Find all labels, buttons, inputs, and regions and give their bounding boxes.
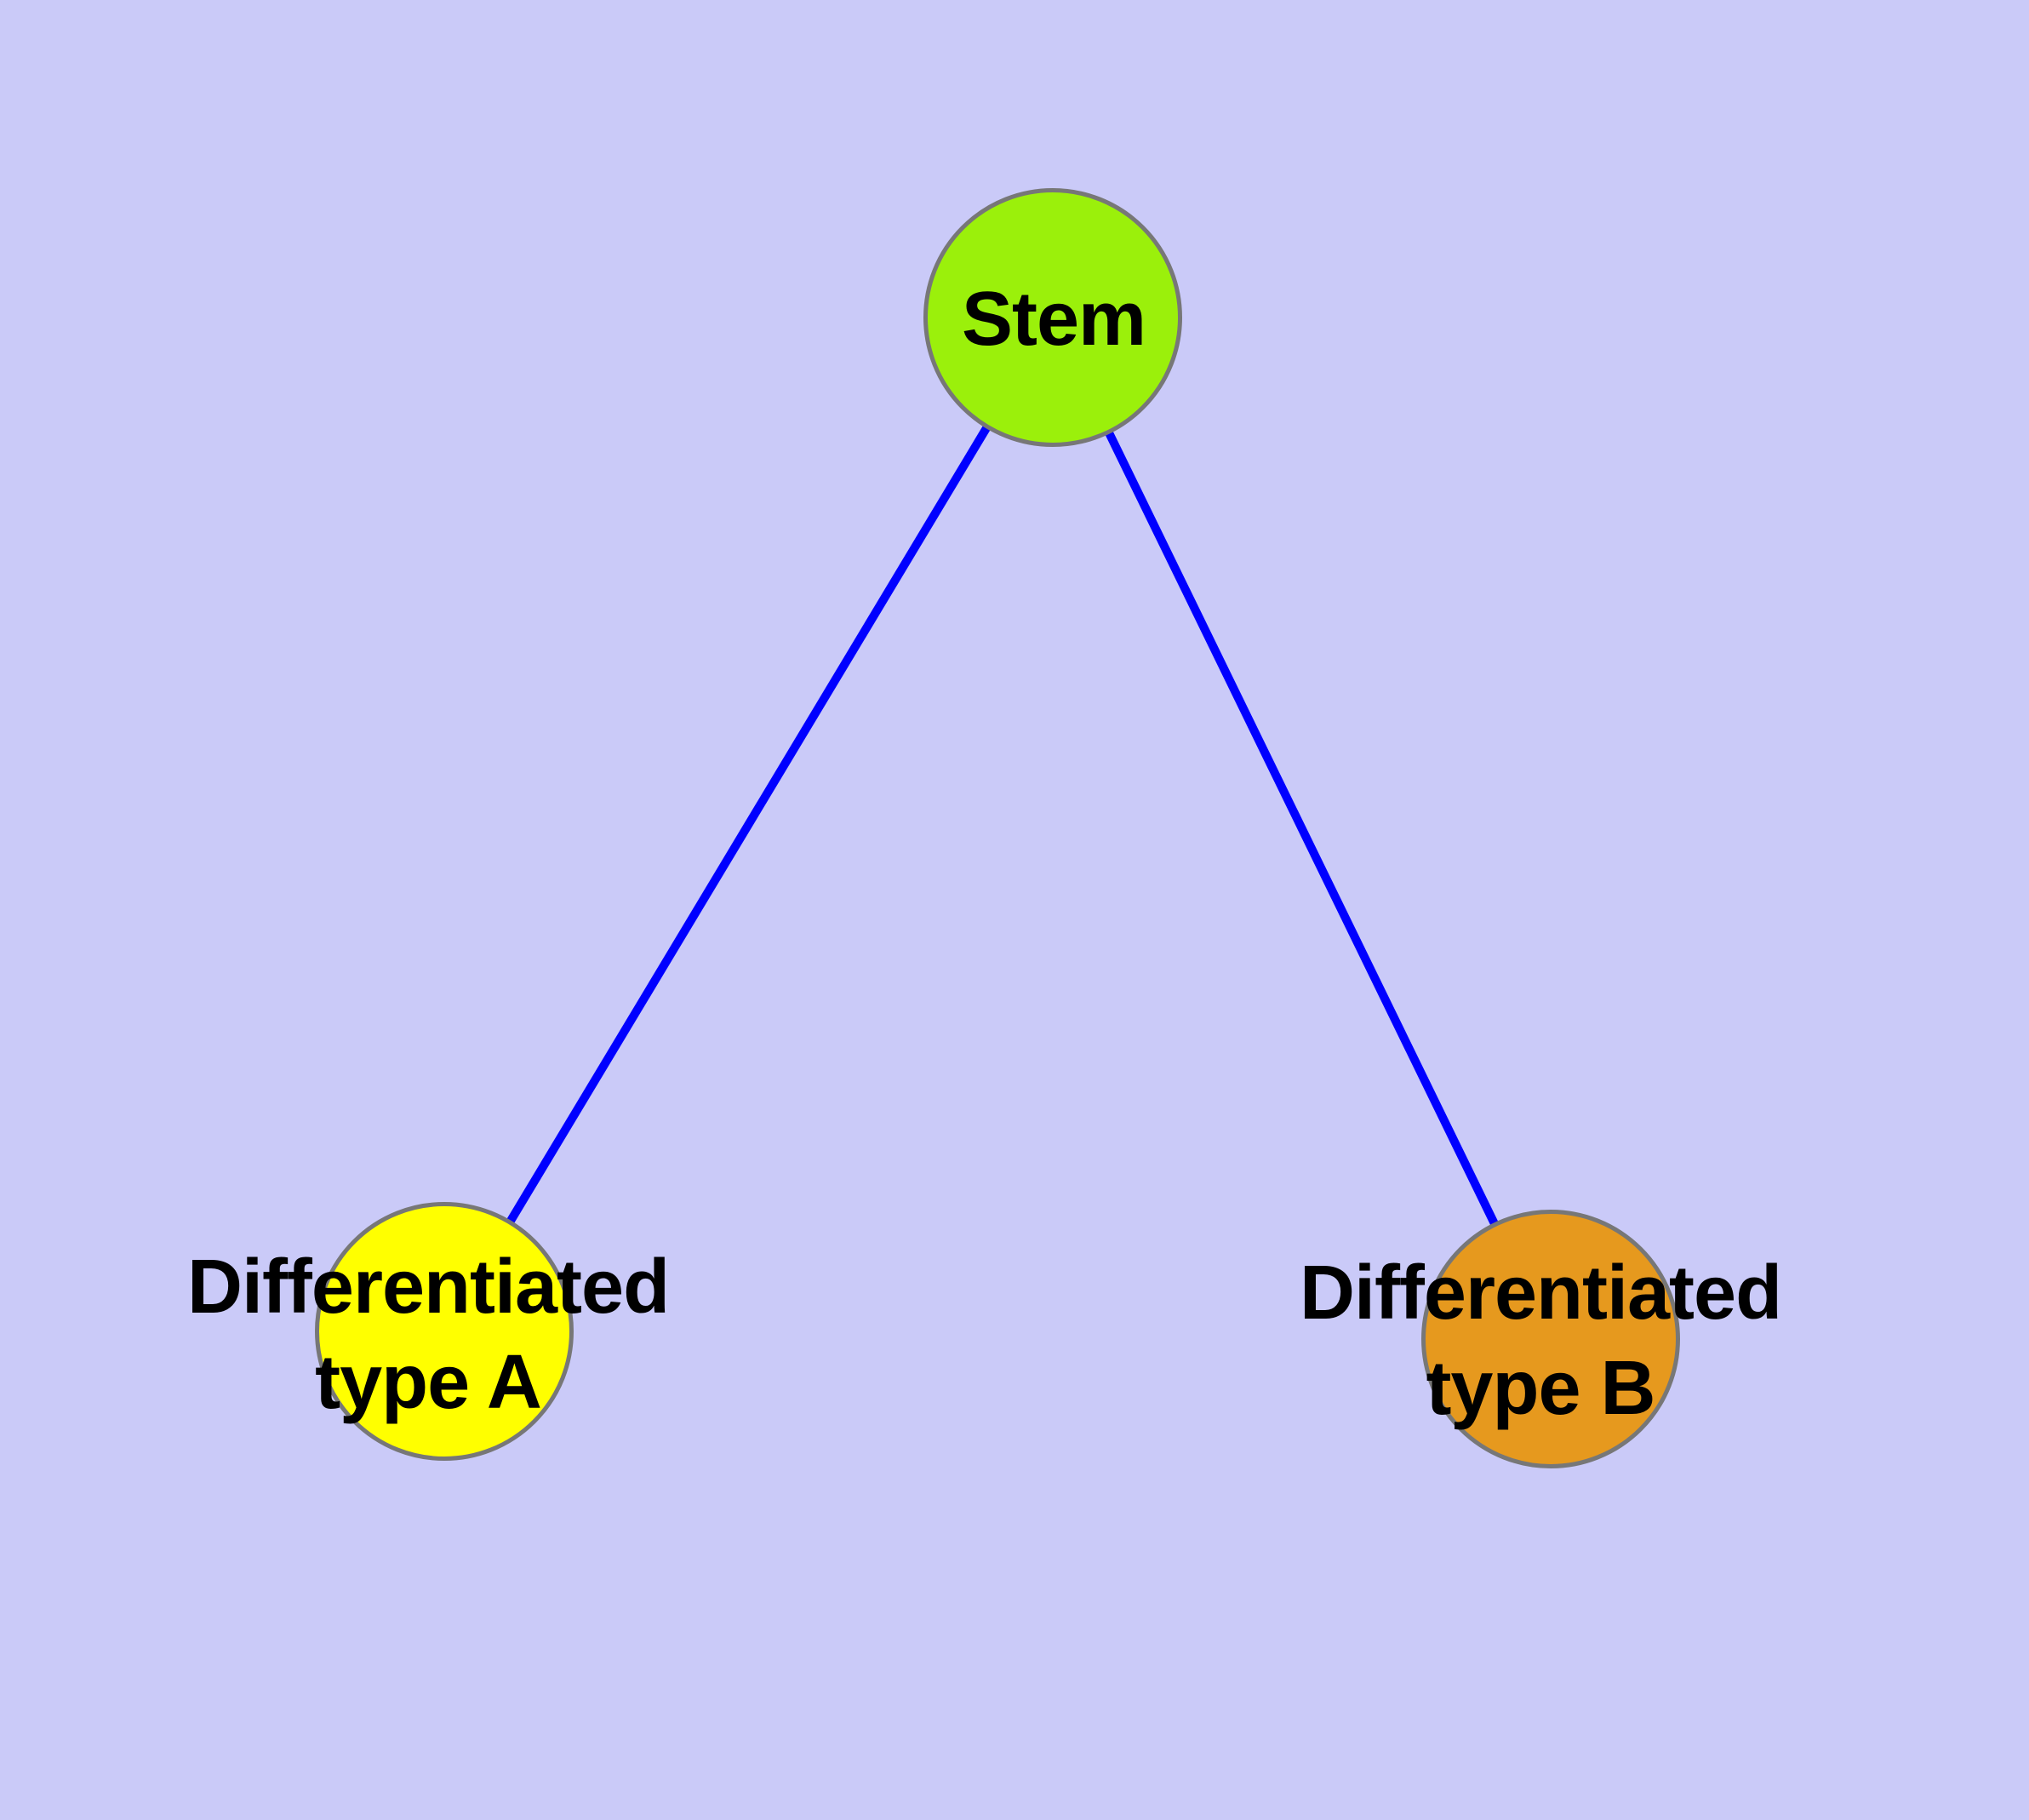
node-stem [923,188,1182,447]
node-label-stem: Stem [962,272,1146,367]
node-label-differentiated-type-b: Differentiated type B [1299,1245,1782,1436]
node-label-differentiated-type-b-line-2: type B [1426,1346,1655,1431]
node-label-stem-line-1: Stem [961,277,1146,362]
node-label-differentiated-type-b-line-1: Differentiated [1299,1251,1782,1336]
node-differentiated-type-a [315,1202,574,1461]
edge-stem-to-differentiated-type-b [1049,315,1555,1342]
node-label-differentiated-type-a: Differentiated type A [186,1239,670,1430]
node-label-differentiated-type-a-line-1: Differentiated [186,1245,670,1330]
node-differentiated-type-b [1421,1210,1680,1468]
node-label-differentiated-type-a-line-2: type A [315,1340,542,1425]
edge-stem-to-differentiated-type-a [440,315,1057,1334]
